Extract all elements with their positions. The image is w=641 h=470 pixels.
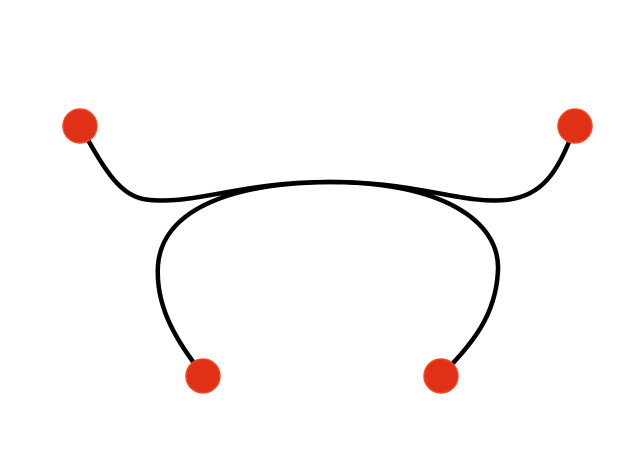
control-handle-bottom-right[interactable] — [423, 358, 459, 394]
control-handle-top-left[interactable] — [62, 108, 98, 144]
control-handle-bottom-left[interactable] — [185, 358, 221, 394]
control-handle-top-right[interactable] — [557, 108, 593, 144]
bezier-curve-upper — [77, 123, 578, 203]
bezier-curve-lower — [155, 179, 501, 378]
